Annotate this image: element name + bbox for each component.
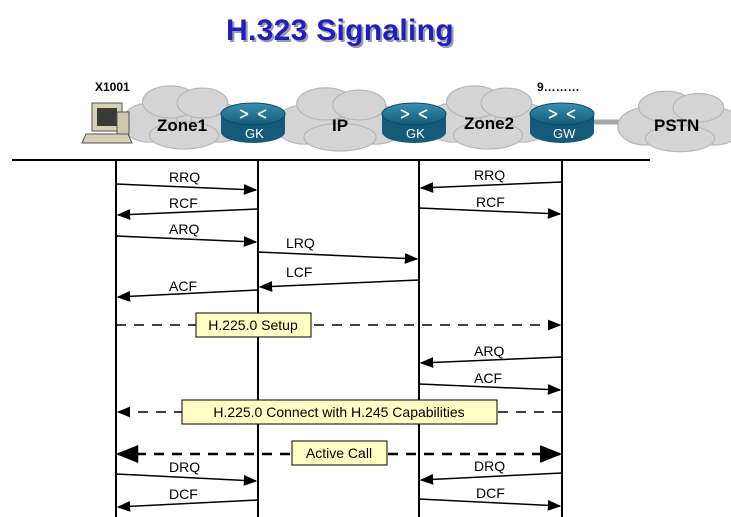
msg-acf-right: ACF (474, 370, 502, 386)
msg-rcf-left: RCF (169, 195, 198, 211)
arrow-dcf-right (418, 498, 562, 511)
terminal-icon (81, 102, 133, 144)
pstn-label: PSTN (654, 116, 699, 135)
page-title: H.323 Signaling (226, 14, 454, 47)
connect-box (181, 399, 498, 425)
gk2-label: GK (406, 126, 425, 141)
gk1-router-icon (220, 102, 286, 143)
msg-lrq: LRQ (286, 235, 315, 251)
arrow-arq-right (419, 356, 563, 368)
arrow-rrq-left (115, 183, 258, 195)
msg-rcf-right: RCF (476, 194, 505, 210)
active-call-box (291, 440, 388, 466)
msg-arq-left: ARQ (169, 221, 199, 237)
msg-dcf-left: DCF (169, 486, 198, 502)
gw-label: GW (553, 126, 576, 141)
arrow-drq-left (115, 473, 258, 486)
arrow-lcf (258, 279, 420, 292)
msg-dcf-right: DCF (476, 485, 505, 501)
arrow-acf-left (116, 289, 259, 302)
setup-label: H.225.0 Setup (208, 317, 298, 333)
gk1-label: GK (245, 126, 264, 141)
msg-rrq-right: RRQ (474, 167, 505, 183)
gw-router-icon (529, 102, 595, 143)
arrow-rcf-right (418, 207, 562, 219)
msg-lcf: LCF (286, 264, 312, 280)
active-call-label: Active Call (306, 445, 372, 461)
arrow-acf-right (418, 383, 562, 395)
setup-box (195, 312, 312, 338)
connect-label: H.225.0 Connect with H.245 Capabilities (213, 404, 464, 420)
ip-label: IP (332, 116, 348, 135)
gk2-router-icon (381, 102, 447, 143)
arrow-arq-left (115, 235, 258, 247)
msg-arq-right: ARQ (474, 343, 504, 359)
msg-acf-left: ACF (169, 278, 197, 294)
gateway-number: 9……… (537, 80, 580, 94)
zone1-label: Zone1 (157, 116, 207, 135)
arrow-lrq (257, 251, 419, 264)
arrow-drq-right (419, 472, 563, 485)
msg-drq-left: DRQ (169, 459, 200, 475)
arrow-dcf-left (116, 499, 259, 512)
zone2-label: Zone2 (464, 114, 514, 133)
arrow-rrq-right (419, 181, 563, 193)
arrow-rcf-left (116, 208, 259, 220)
msg-rrq-left: RRQ (169, 169, 200, 185)
msg-drq-right: DRQ (474, 458, 505, 474)
terminal-id: X1001 (95, 80, 130, 94)
